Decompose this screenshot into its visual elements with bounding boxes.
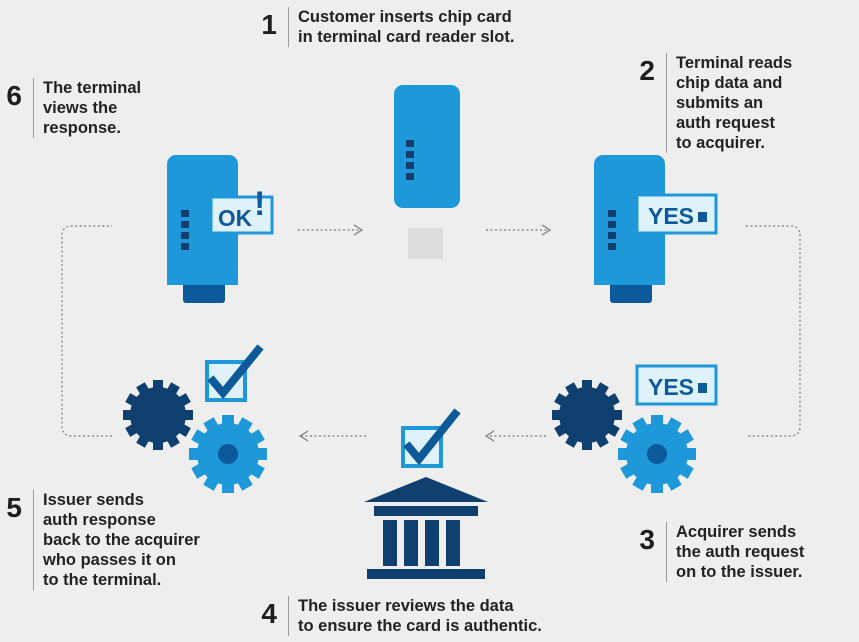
step-text: The terminal views the response. xyxy=(43,79,142,137)
gear-icon xyxy=(618,415,696,493)
yes-badge-text: YES xyxy=(648,374,694,400)
step-text: Terminal reads chip data and submits an … xyxy=(676,54,793,152)
step-1-caption: 1 Customer inserts chip card in terminal… xyxy=(255,7,514,47)
step-2-caption: 2 Terminal reads chip data and submits a… xyxy=(633,53,792,153)
step-number: 1 xyxy=(261,9,277,40)
checkbox-icon xyxy=(401,408,461,468)
gear-icon xyxy=(552,380,622,450)
terminal-icon xyxy=(594,155,718,303)
flow-connectors xyxy=(61,224,801,442)
yes-badge-frame xyxy=(635,193,718,235)
chip-card-icon xyxy=(408,228,443,259)
bank-icon xyxy=(364,477,488,579)
yes-badge-block xyxy=(698,212,707,222)
connector-5-to-6 xyxy=(61,225,112,437)
ok-badge-text: OK xyxy=(218,205,252,231)
step-number: 5 xyxy=(6,492,22,523)
ok-badge-frame xyxy=(209,195,274,235)
step-text: The issuer reviews the data to ensure th… xyxy=(298,597,542,635)
step-text: Acquirer sends the auth request on to th… xyxy=(676,523,805,581)
step-number: 2 xyxy=(639,55,655,86)
divider xyxy=(666,53,667,153)
divider xyxy=(33,78,34,138)
step-3-caption: 3 Acquirer sends the auth request on to … xyxy=(633,522,804,582)
divider xyxy=(666,522,667,582)
ok-badge-exclamation: ! xyxy=(254,185,265,223)
divider xyxy=(33,490,34,590)
step-number: 4 xyxy=(261,598,277,629)
checkbox-icon xyxy=(205,344,264,402)
yes-badge-text: YES xyxy=(648,203,694,229)
step-number: 3 xyxy=(639,524,655,555)
step-4-caption: 4 The issuer reviews the data to ensure … xyxy=(255,596,542,636)
step-text: Customer inserts chip card in terminal c… xyxy=(298,8,515,46)
connector-2-to-3 xyxy=(746,225,801,437)
divider xyxy=(288,7,289,47)
yes-badge-block xyxy=(698,383,707,393)
step-number: 6 xyxy=(6,80,22,111)
terminal-icon xyxy=(167,155,274,303)
step-5-caption: 5 Issuer sends auth response back to the… xyxy=(0,490,200,590)
gear-icon xyxy=(189,415,267,493)
step-6-caption: 6 The terminal views the response. xyxy=(0,78,141,138)
gear-icon xyxy=(123,380,193,450)
divider xyxy=(288,596,289,636)
terminal-icon xyxy=(394,85,460,208)
step-text: Issuer sends auth response back to the a… xyxy=(43,491,200,589)
